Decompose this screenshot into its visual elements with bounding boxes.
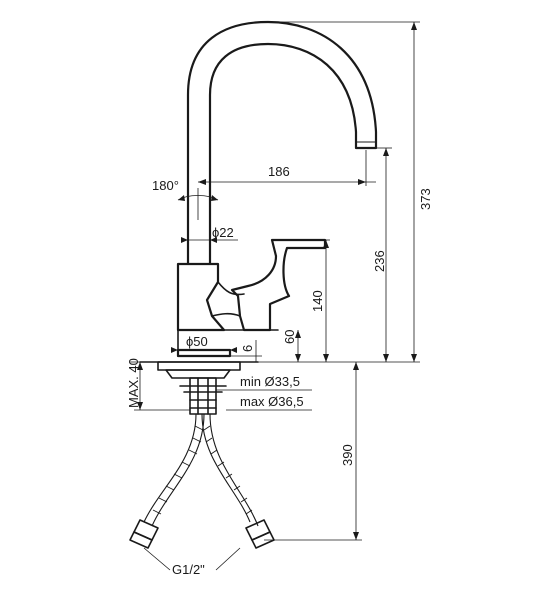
- label-min-hole: min Ø33,5: [240, 374, 300, 389]
- label-total-height: 373: [418, 188, 433, 210]
- label-base-diameter: ϕ50: [186, 334, 208, 349]
- lever-handle: [211, 238, 327, 332]
- label-lever-height: 140: [310, 290, 325, 312]
- label-connection-thread: G1/2": [172, 562, 205, 577]
- flexible-hoses: [129, 413, 275, 549]
- label-body-lower-height: 60: [282, 330, 297, 344]
- label-base-thickness: 6: [240, 345, 255, 352]
- right-hose-fitting: [245, 519, 275, 549]
- label-spout-height: 236: [372, 250, 387, 272]
- label-max-hole: max Ø36,5: [240, 394, 304, 409]
- base-plate: [139, 348, 259, 415]
- spout: [186, 20, 378, 264]
- dimension-lines: [130, 21, 420, 571]
- label-spout-reach: 186: [268, 164, 290, 179]
- label-spout-diameter: ϕ22: [212, 225, 234, 240]
- label-hose-length: 390: [340, 444, 355, 466]
- left-hose-fitting: [129, 519, 159, 549]
- label-rotation: 180°: [152, 178, 179, 193]
- dimension-labels: 186 180° ϕ22 373 236 140 60 ϕ50 6 MAX. 4…: [126, 164, 433, 577]
- label-max-deck-thickness: MAX. 40: [126, 358, 141, 408]
